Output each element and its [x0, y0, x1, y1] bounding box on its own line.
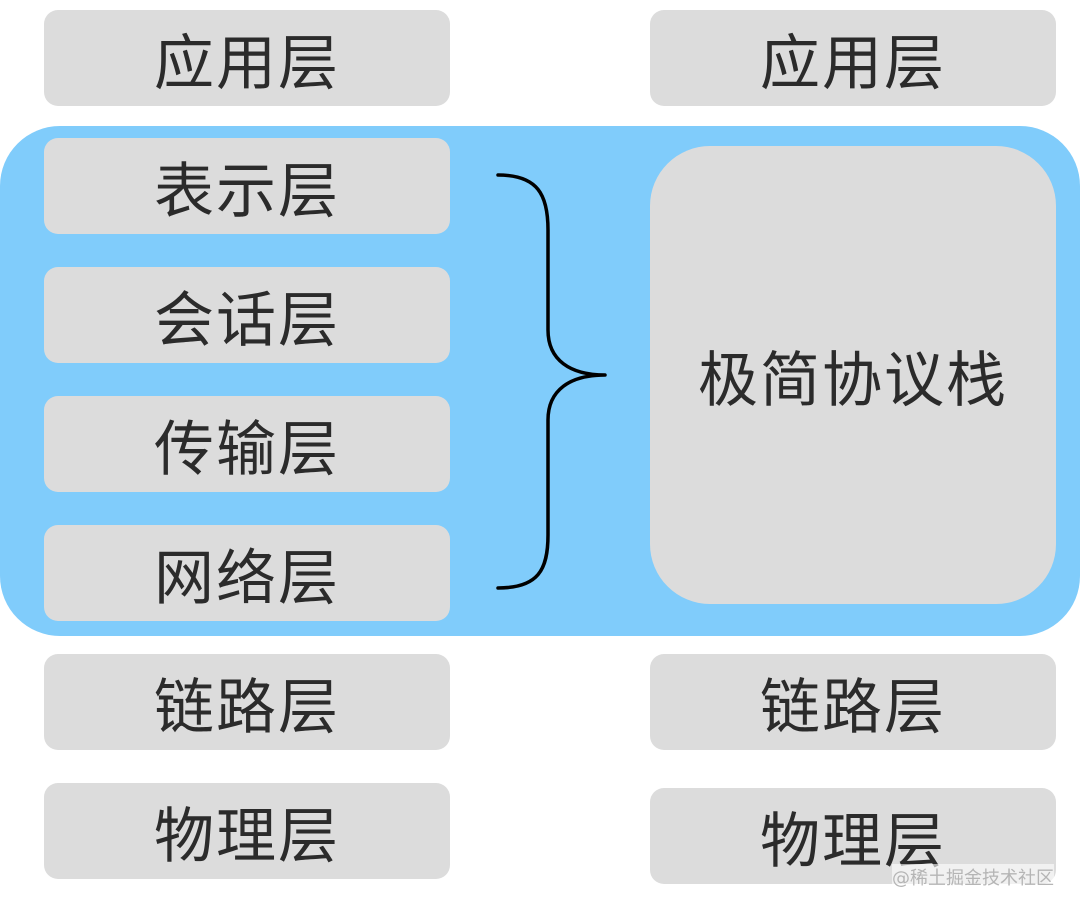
left-physical-layer: 物理层 — [44, 783, 450, 879]
right-link-layer-label: 链路层 — [760, 672, 946, 743]
left-link-layer: 链路层 — [44, 654, 450, 750]
left-application-layer: 应用层 — [44, 10, 450, 106]
left-session-layer: 会话层 — [44, 267, 450, 363]
left-session-layer-label: 会话层 — [154, 285, 340, 356]
left-link-layer-label: 链路层 — [154, 672, 340, 743]
curly-brace-icon — [496, 173, 607, 590]
left-transport-layer-label: 传输层 — [154, 414, 340, 485]
left-application-layer-label: 应用层 — [154, 28, 340, 99]
right-application-layer: 应用层 — [650, 10, 1056, 106]
watermark-text: @稀土掘金技术社区 — [892, 864, 1054, 890]
left-physical-layer-label: 物理层 — [154, 801, 340, 872]
minimal-protocol-stack-box: 极简协议栈 — [650, 146, 1056, 604]
left-presentation-layer: 表示层 — [44, 138, 450, 234]
left-presentation-layer-label: 表示层 — [154, 156, 340, 227]
left-network-layer: 网络层 — [44, 525, 450, 621]
right-link-layer: 链路层 — [650, 654, 1056, 750]
right-application-layer-label: 应用层 — [760, 28, 946, 99]
left-network-layer-label: 网络层 — [154, 543, 340, 614]
left-transport-layer: 传输层 — [44, 396, 450, 492]
minimal-protocol-stack-label: 极简协议栈 — [698, 345, 1008, 416]
